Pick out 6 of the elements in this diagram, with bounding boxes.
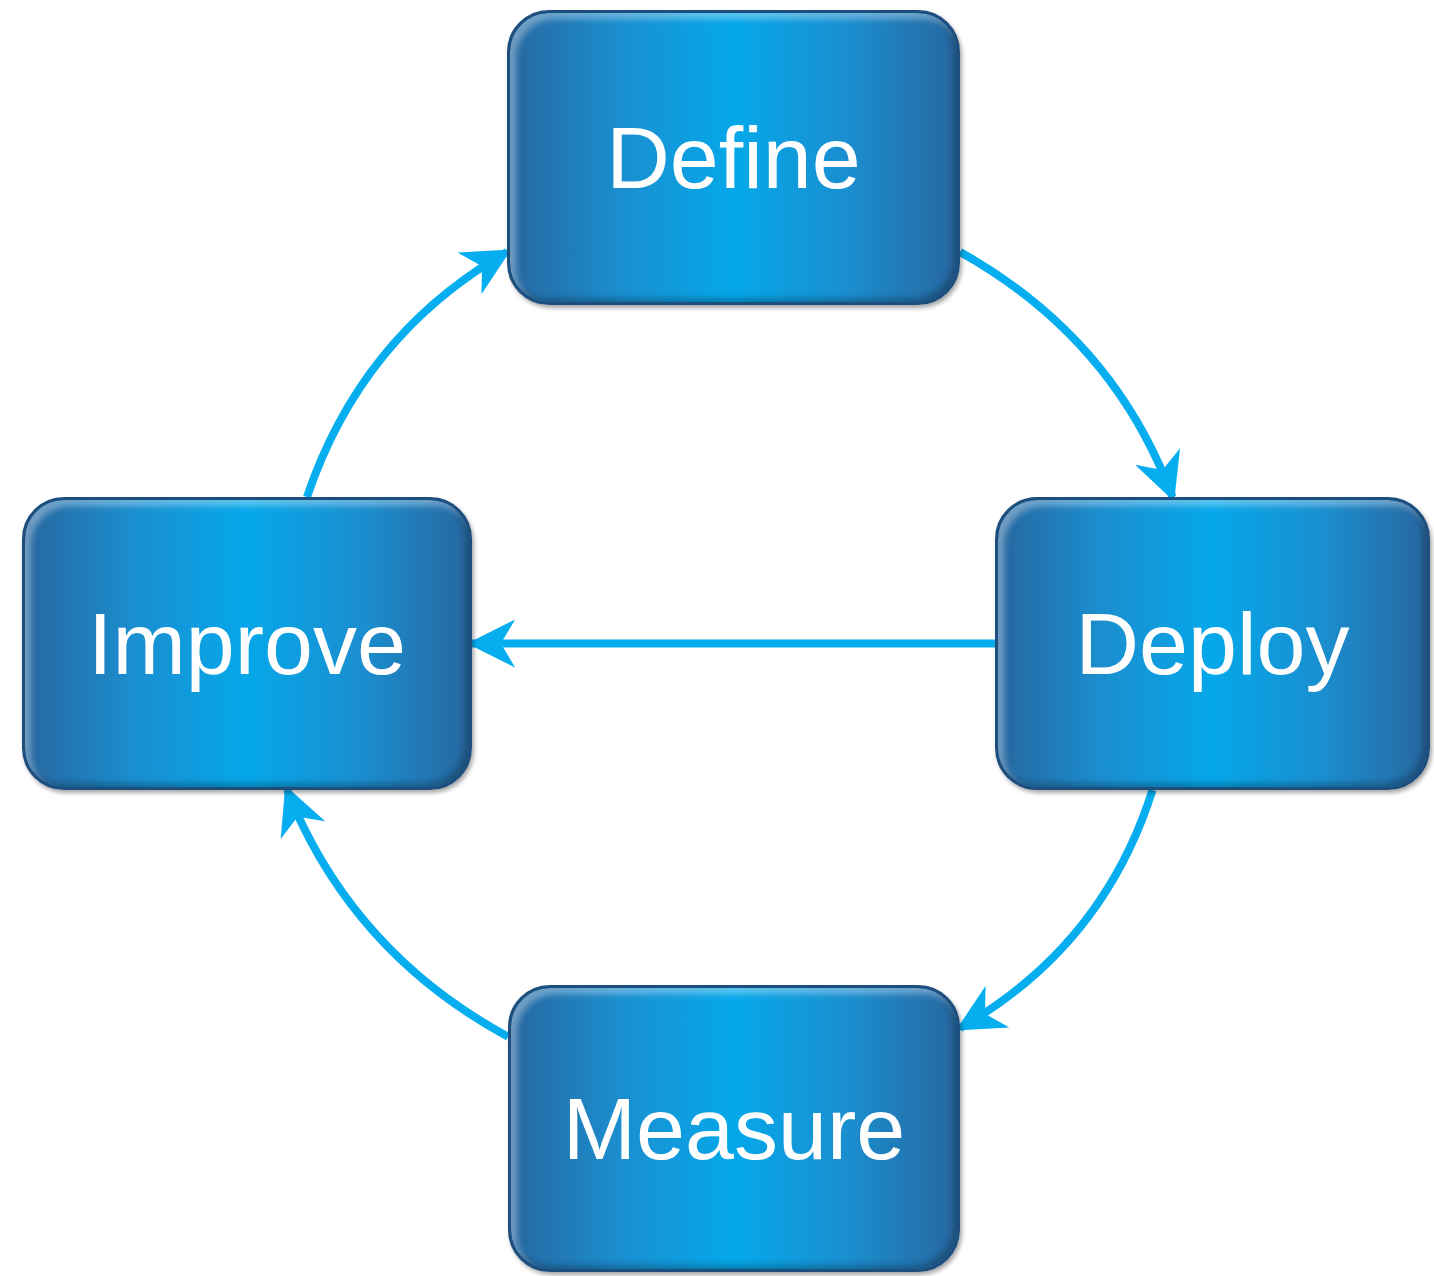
box-label: Define — [606, 113, 861, 202]
process-box — [22, 497, 472, 790]
box-label: Measure — [562, 1084, 906, 1173]
process-box — [995, 497, 1430, 790]
process-box — [508, 985, 960, 1272]
process-box — [507, 10, 960, 305]
